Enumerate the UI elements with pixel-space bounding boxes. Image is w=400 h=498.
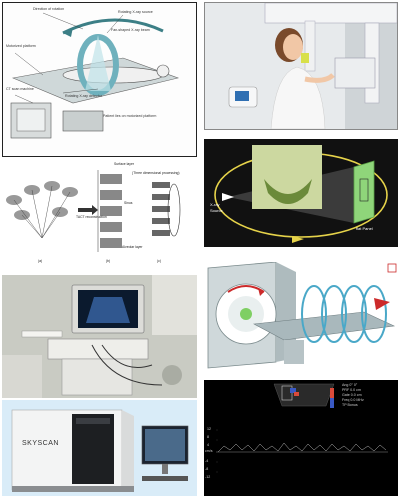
ultrasound-drawing [2, 275, 197, 398]
spectral-trace [217, 442, 387, 453]
helical-path [301, 285, 387, 343]
ct-scan-illustration: Direction of rotation Rotating X-ray sou… [2, 2, 197, 157]
scan-focus [240, 308, 252, 320]
patient-face [283, 34, 303, 60]
rotation-arrow [62, 18, 164, 35]
micro-ct-drawing [2, 400, 197, 496]
scale-2: 4 [207, 443, 209, 447]
doppler-spectrum: Ang 0° 0° PRF 0.0 cm Gate 0.0 cm Freq 0.… [204, 380, 398, 496]
reconstructed-slices [100, 174, 122, 248]
scale-0: 12 [207, 427, 211, 431]
ct-scan-drawing [10, 12, 180, 139]
machine-top-arm [264, 3, 397, 24]
tomosynthesis-diagram: Surface layer (Three dimensional process… [2, 160, 197, 270]
label-surface-layer: Surface layer [114, 162, 134, 166]
scale-5: -12 [205, 475, 211, 479]
unit-label: cm/s [205, 449, 213, 453]
3d-reconstruction [152, 182, 170, 236]
setting-4: TP Bonus [342, 403, 358, 407]
bmode-sector [273, 383, 335, 407]
label-a: (a) [38, 259, 43, 263]
label-tact: TACT reconstruction [76, 215, 107, 219]
dental-xray-photo [204, 2, 398, 130]
scale-4: -8 [205, 467, 209, 471]
flat-panel-detector [353, 160, 375, 224]
panoramic-unit-drawing [205, 3, 397, 129]
gantry-coil-drawing [207, 262, 397, 369]
ultrasound-machine-photo [2, 275, 197, 398]
device-panel-dark [72, 414, 114, 484]
skyscan-brand: SKYSCAN [22, 440, 59, 447]
label-c: (c) [157, 259, 161, 263]
setting-1: PRF 0.0 cm [342, 388, 361, 392]
gantry-coil-illustration [204, 262, 398, 374]
doppler-drawing [204, 380, 398, 496]
label-ct-scan-machine: CT scan machine [6, 87, 34, 91]
label-source: Source [210, 208, 223, 213]
label-rotating-xray-source: Rotating X-ray source [118, 10, 153, 14]
label-xray: X-ray [210, 202, 220, 207]
scale-3: -4 [205, 459, 209, 463]
label-sinus: Sinus [124, 201, 133, 205]
setting-3: Freq 0.0 MHz [342, 398, 364, 402]
label-motorized-platform: Motorized platform [6, 44, 36, 48]
cbct-diagram: X-ray Source flat Panel [204, 139, 398, 247]
label-direction-of-rotation: Direction of rotation [33, 7, 65, 11]
setting-0: Ang 0° 0° [342, 383, 358, 387]
label-alveolar: Alveolar layer [122, 245, 143, 249]
micro-ct-photo: SKYSCAN [2, 400, 197, 496]
cbct-drawing [214, 145, 388, 243]
tomosynthesis-drawing [6, 170, 181, 252]
label-fan-shaped-beam: Fan-shaped X-ray beam [111, 28, 150, 32]
label-rotating-detector: Rotating X-ray detector [65, 94, 102, 98]
scale-1: 8 [207, 435, 209, 439]
setting-2: Gate 0.0 cm [342, 393, 362, 397]
label-flat-panel: flat Panel [356, 226, 373, 231]
label-3d-processing: (Three dimensional processing) [132, 171, 180, 175]
label-patient-lies: Patient lies on motorized platform [103, 114, 157, 118]
projection-images [6, 181, 78, 220]
label-b: (b) [106, 259, 111, 263]
